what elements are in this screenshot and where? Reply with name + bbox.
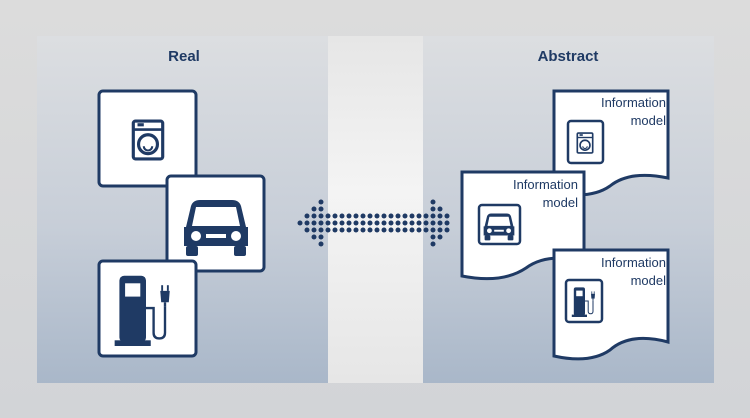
info-card-charging-station <box>552 248 670 361</box>
info-card-label: Information model <box>512 177 578 210</box>
double-arrow-dots-icon <box>297 199 450 247</box>
real-tile-washing-machine <box>97 89 198 188</box>
real-tile-car <box>165 174 266 273</box>
real-tile-charging-station <box>97 259 198 358</box>
middle-divider <box>328 36 423 383</box>
real-heading: Real <box>168 48 200 65</box>
info-card-label: Information model <box>600 255 666 288</box>
abstract-heading: Abstract <box>537 48 599 65</box>
info-card-label: Information model <box>600 95 666 128</box>
info-card-washing-machine <box>552 89 670 197</box>
